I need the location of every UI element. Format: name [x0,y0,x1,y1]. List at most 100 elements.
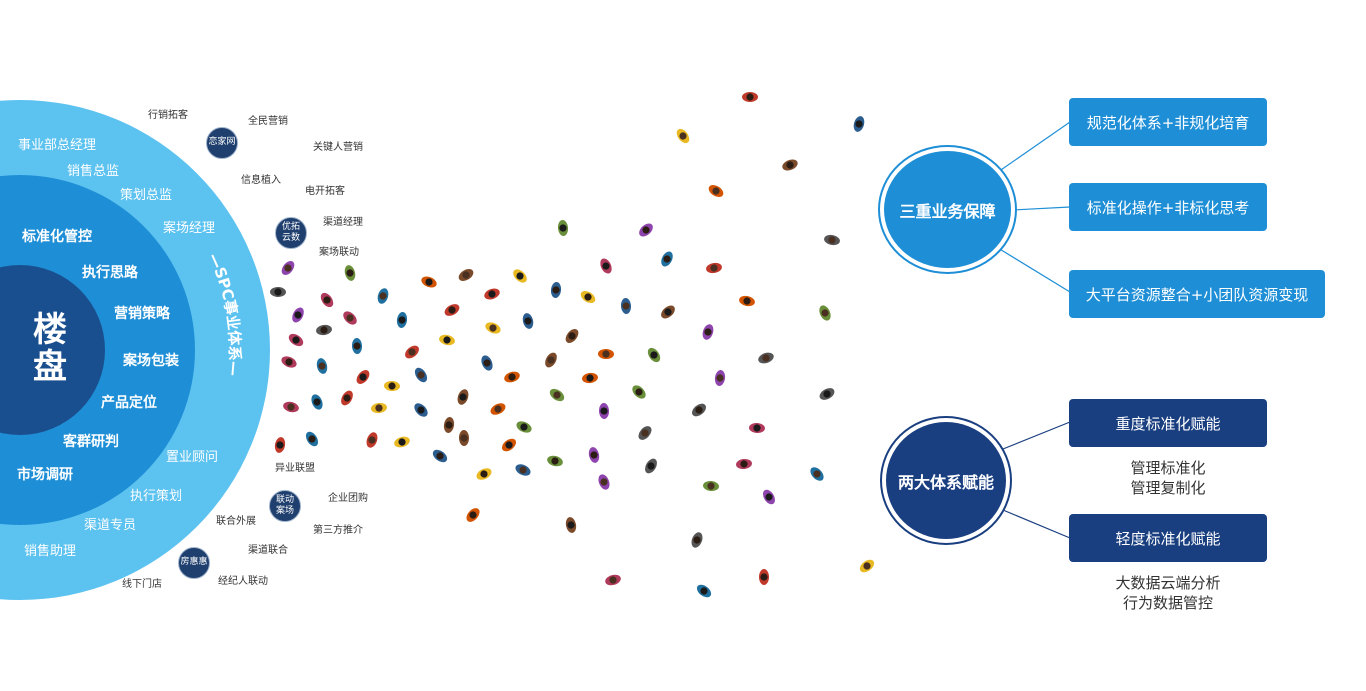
person-head [519,466,527,474]
person-figure [645,458,657,474]
person-figure [270,286,286,298]
person-figure [316,358,328,374]
person-head [292,336,300,344]
person-figure [647,347,661,363]
person-figure [598,403,610,419]
guarantee-box-3: 大平台资源整合+小团队资源变现 [1069,270,1325,318]
empowerment-notes-light: 大数据云端分析 行为数据管控 [1069,573,1267,614]
person-figure [691,532,703,548]
person-head [346,269,354,277]
person-figure [759,569,769,585]
person-figure [819,388,835,400]
person-head [359,373,367,381]
person-figure [522,313,534,329]
channel-item: 全民营销 [248,116,288,127]
person-figure [501,438,517,452]
person-head [740,460,748,468]
person-figure [639,223,653,237]
person-figure [485,322,501,334]
person-head [459,393,467,401]
person-figure [405,345,419,359]
person-figure [414,367,428,383]
person-head [313,398,321,406]
person-figure [457,389,469,405]
outer-item-4: 案场经理 [163,221,216,236]
person-figure [739,295,755,307]
person-head [480,470,488,478]
inner-item-3: 营销策略 [114,306,170,322]
channel-item: 渠道联合 [248,545,288,556]
person-head [445,421,453,429]
person-figure [557,220,569,236]
person-figure [638,426,652,440]
guarantee-box-2: 标准化操作+非标化思考 [1069,183,1267,231]
empowerment-box-label: 重度标准化赋能 [1115,414,1221,433]
channel-item: 行销拓客 [148,110,188,121]
person-head [488,290,496,298]
person-head [398,438,406,446]
channel-item: 联合外展 [216,516,256,527]
person-figure [549,388,565,402]
person-head [294,311,302,319]
outer-item-5: 置业顾问 [166,450,219,465]
person-head [284,264,292,272]
channel-item: 渠道经理 [323,217,363,228]
person-figure [466,508,480,522]
person-figure [706,262,722,274]
person-head [516,272,524,280]
person-figure [853,116,865,132]
person-head [568,332,576,340]
core-char-1: 楼 [33,310,67,350]
empowerment-note: 管理标准化 [1130,459,1206,477]
person-figure [311,394,323,410]
outer-item-3: 策划总监 [120,188,173,203]
person-head [559,224,567,232]
person-head [707,482,715,490]
person-figure [810,467,824,481]
person-figure [439,334,455,346]
person-head [586,374,594,382]
guarantee-box-label: 规范化体系+非规化培育 [1086,113,1250,132]
person-head [821,309,829,317]
connector-line [1011,206,1071,211]
person-figure [588,447,600,463]
person-figure [565,329,579,343]
channel-node-lianjia: 恋家网 [206,127,238,159]
person-figure [547,455,563,467]
person-head [308,435,316,443]
person-figure [274,437,286,453]
person-figure [504,371,520,383]
person-head [642,226,650,234]
person-figure [443,417,455,433]
person-figure [341,390,353,406]
channel-item: 案场联动 [319,247,359,258]
person-head [494,405,502,413]
person-head [663,255,671,263]
person-figure [661,251,673,267]
person-figure [316,324,332,336]
person-head [590,451,598,459]
person-figure [320,292,334,308]
channel-item: 信息植入 [241,175,281,186]
person-head [712,187,720,195]
person-head [716,374,724,382]
person-head [285,358,293,366]
person-figure [481,355,493,371]
person-figure [620,298,632,314]
person-head [375,404,383,412]
channel-node-youtuo: 优拓 云数 [275,217,307,249]
person-figure [292,307,304,323]
person-head [823,390,831,398]
outer-item-1: 事业部总经理 [18,138,97,153]
person-head [417,371,425,379]
person-figure [351,338,363,354]
person-figure [484,288,500,300]
person-head [520,423,528,431]
person-figure [661,305,675,319]
person-head [408,348,416,356]
person-figure [371,402,387,414]
person-head [704,328,712,336]
person-head [346,314,354,322]
